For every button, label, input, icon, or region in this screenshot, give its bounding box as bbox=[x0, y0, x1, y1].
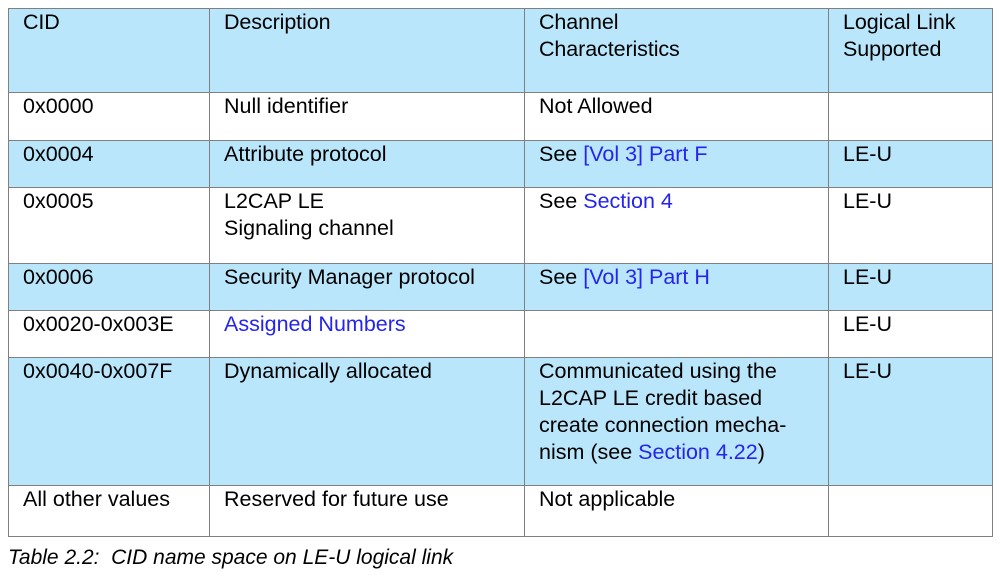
cell-cid: 0x0020-0x003E bbox=[8, 310, 210, 358]
channel-text-suffix: ) bbox=[757, 440, 765, 464]
assigned-numbers-link[interactable]: Assigned Numbers bbox=[224, 312, 406, 336]
cell-channel-characteristics bbox=[524, 310, 829, 358]
column-header-logical-link-supported: Logical Link Supported bbox=[828, 8, 993, 93]
cell-cid: 0x0005 bbox=[8, 187, 210, 264]
cell-channel-characteristics: See [Vol 3] Part F bbox=[524, 140, 829, 188]
column-header-link-line2: Supported bbox=[843, 37, 942, 61]
cell-description: Null identifier bbox=[209, 92, 525, 141]
channel-text: See bbox=[539, 265, 584, 289]
channel-line1: Communicated using the bbox=[539, 359, 777, 383]
column-header-channel-line1: Channel bbox=[539, 10, 619, 34]
cell-channel-characteristics: Communicated using the L2CAP LE credit b… bbox=[524, 357, 829, 486]
cid-name-space-table: CID Description Channel Characteristics … bbox=[8, 8, 993, 537]
cell-logical-link: LE-U bbox=[828, 140, 993, 188]
cell-cid: 0x0006 bbox=[8, 263, 210, 311]
cell-description: Security Manager protocol bbox=[209, 263, 525, 311]
table-row: 0x0004 Attribute protocol See [Vol 3] Pa… bbox=[8, 140, 993, 188]
cross-reference-link[interactable]: [Vol 3] Part H bbox=[583, 265, 710, 289]
cross-reference-link[interactable]: [Vol 3] Part F bbox=[583, 142, 708, 166]
cell-description: Attribute protocol bbox=[209, 140, 525, 188]
cross-reference-link[interactable]: Section 4 bbox=[583, 189, 673, 213]
cell-description: L2CAP LE Signaling channel bbox=[209, 187, 525, 264]
channel-line4: nism (see Section 4.22) bbox=[539, 439, 828, 466]
channel-text: Not applicable bbox=[539, 487, 676, 511]
cell-logical-link: LE-U bbox=[828, 187, 993, 264]
table-body: 0x0000 Null identifier Not Allowed 0x000… bbox=[8, 92, 993, 537]
cell-channel-characteristics: See [Vol 3] Part H bbox=[524, 263, 829, 311]
cell-cid: 0x0000 bbox=[8, 92, 210, 141]
description-line2: Signaling channel bbox=[224, 216, 394, 240]
column-header-link-line1: Logical Link bbox=[843, 10, 956, 34]
channel-line3: create connection mecha- bbox=[539, 413, 787, 437]
cell-logical-link: LE-U bbox=[828, 263, 993, 311]
table-header-row: CID Description Channel Characteristics … bbox=[8, 8, 993, 93]
cell-channel-characteristics: See Section 4 bbox=[524, 187, 829, 264]
table-row: 0x0006 Security Manager protocol See [Vo… bbox=[8, 263, 993, 311]
cell-logical-link: LE-U bbox=[828, 310, 993, 358]
cell-description: Dynamically allocated bbox=[209, 357, 525, 486]
cell-channel-characteristics: Not applicable bbox=[524, 485, 829, 537]
table-row: 0x0020-0x003E Assigned Numbers LE-U bbox=[8, 310, 993, 358]
channel-line2: L2CAP LE credit based bbox=[539, 386, 763, 410]
table-row: All other values Reserved for future use… bbox=[8, 485, 993, 537]
cell-description: Reserved for future use bbox=[209, 485, 525, 537]
description-line1: L2CAP LE bbox=[224, 189, 325, 213]
table-row: 0x0005 L2CAP LE Signaling channel See Se… bbox=[8, 187, 993, 264]
cell-logical-link bbox=[828, 485, 993, 537]
channel-text: Not Allowed bbox=[539, 94, 653, 118]
table-row: 0x0000 Null identifier Not Allowed bbox=[8, 92, 993, 141]
column-header-description: Description bbox=[209, 8, 525, 93]
column-header-channel-characteristics: Channel Characteristics bbox=[524, 8, 829, 93]
channel-text: See bbox=[539, 142, 584, 166]
cell-logical-link bbox=[828, 92, 993, 141]
cell-cid: All other values bbox=[8, 485, 210, 537]
cross-reference-link[interactable]: Section 4.22 bbox=[638, 440, 758, 464]
table-caption: Table 2.2: CID name space on LE-U logica… bbox=[8, 546, 454, 569]
column-header-channel-line2: Characteristics bbox=[539, 37, 680, 61]
cid-table-container: CID Description Channel Characteristics … bbox=[8, 8, 993, 537]
channel-text: nism (see bbox=[539, 440, 639, 464]
cell-description: Assigned Numbers bbox=[209, 310, 525, 358]
cell-channel-characteristics: Not Allowed bbox=[524, 92, 829, 141]
column-header-cid: CID bbox=[8, 8, 210, 93]
cell-logical-link: LE-U bbox=[828, 357, 993, 486]
channel-text: See bbox=[539, 189, 584, 213]
table-header: CID Description Channel Characteristics … bbox=[8, 8, 993, 93]
cell-cid: 0x0004 bbox=[8, 140, 210, 188]
cell-cid: 0x0040-0x007F bbox=[8, 357, 210, 486]
table-row: 0x0040-0x007F Dynamically allocated Comm… bbox=[8, 357, 993, 486]
